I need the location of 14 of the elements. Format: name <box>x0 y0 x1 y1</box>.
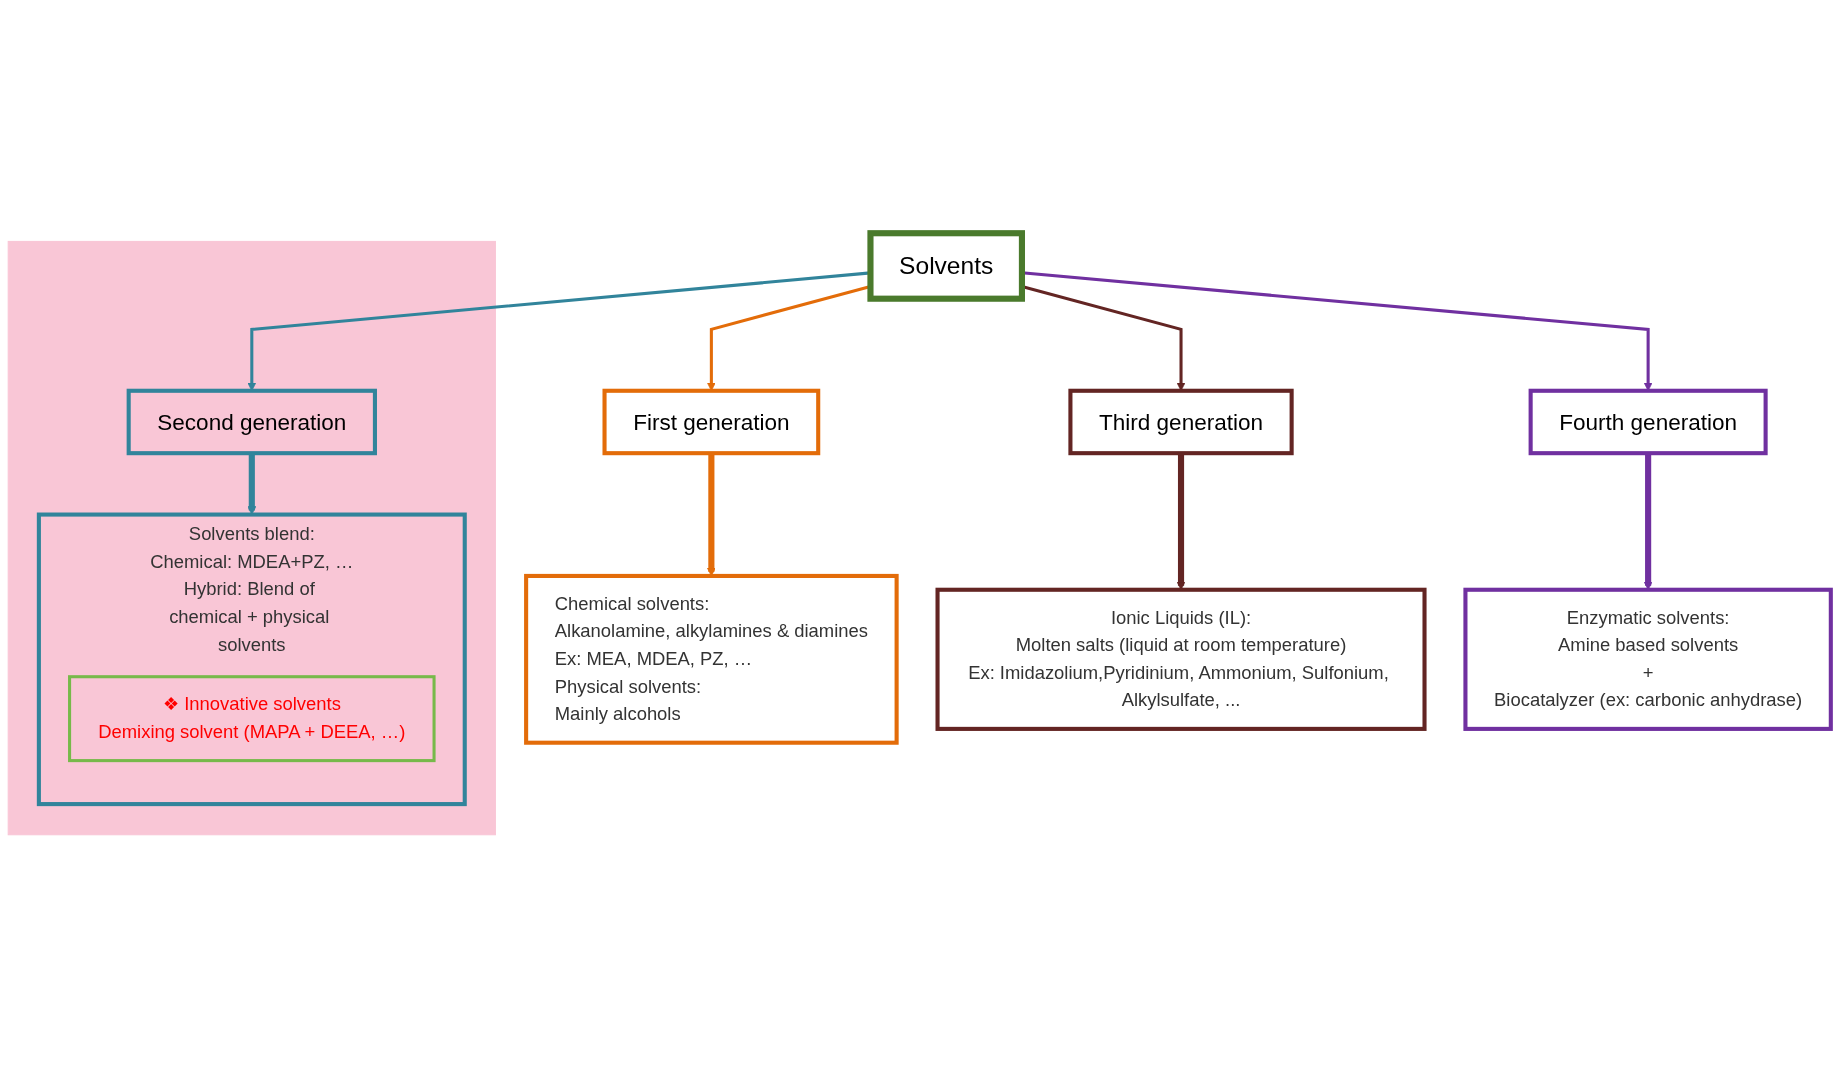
node-box: Solvents <box>867 230 1025 302</box>
cluster <box>7 240 496 836</box>
node-box: Enzymatic solvents: Amine based solvents + Biocatalyzer (ex: carbonic anhydrase) <box>1463 587 1833 731</box>
node-box: Second generation <box>126 388 377 456</box>
node-box: Fourth generation <box>1528 388 1768 456</box>
node-box: ❖ Innovative solvents Demixing solvent (MAPA + DEEA, …) <box>68 675 436 763</box>
arrow <box>1643 453 1653 591</box>
arrow <box>1176 453 1186 591</box>
arrow <box>706 453 716 577</box>
node-box: First generation <box>602 388 821 456</box>
node-box: Third generation <box>1068 388 1294 456</box>
node-box: Chemical solvents: Alkanolamine, alkylamines & diamines Ex: MEA, MDEA, PZ, … Physical solvents: Mainly alcohols <box>524 573 899 745</box>
arrow <box>247 453 257 515</box>
node-box: Ionic Liquids (IL): Molten salts (liquid at room temperature) Ex: Imidazolium,Pyridinium, Ammonium, Sulfonium, Alkylsulfate, ... <box>935 587 1427 731</box>
